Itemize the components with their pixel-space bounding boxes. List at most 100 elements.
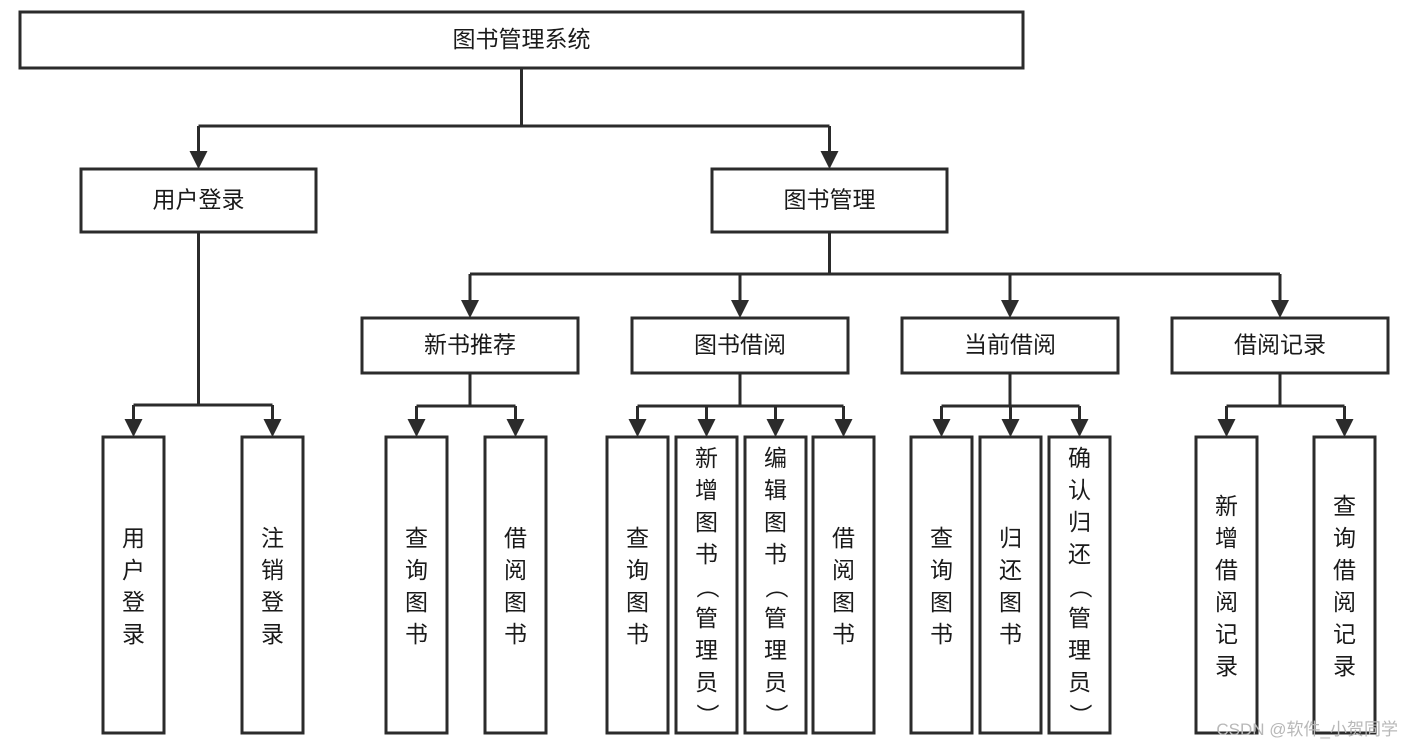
leaf-node-leaf-query-record-char: 记 bbox=[1333, 621, 1356, 647]
arrow-head-icon bbox=[506, 419, 525, 437]
leaf-node-leaf-user-logout-char: 登 bbox=[261, 589, 284, 615]
level2-node-user-login[interactable]: 用户登录 bbox=[79, 167, 318, 234]
level3-node-borrow-record[interactable]: 借阅记录 bbox=[1170, 316, 1390, 375]
leaf-node-leaf-query-book-3-char: 图 bbox=[930, 589, 953, 615]
connector-user-login-to-leaves bbox=[124, 232, 282, 437]
leaf-node-leaf-add-book-char: 员 bbox=[695, 669, 718, 695]
leaf-node-leaf-edit-book-char: 管 bbox=[764, 605, 787, 631]
leaf-node-leaf-add-book-char: 图 bbox=[695, 509, 718, 535]
leaf-node-leaf-edit-book-char: 理 bbox=[764, 637, 787, 663]
leaf-node-leaf-user-logout-box bbox=[240, 435, 305, 735]
leaf-node-leaf-query-book-3-char: 询 bbox=[930, 557, 953, 583]
leaf-node-leaf-query-book-2-char: 询 bbox=[626, 557, 649, 583]
leaf-node-leaf-edit-book-char: 编 bbox=[764, 445, 787, 471]
root-node-root-label: 图书管理系统 bbox=[453, 26, 591, 52]
arrow-head-icon bbox=[1335, 419, 1354, 437]
level3-node-current-borrow[interactable]: 当前借阅 bbox=[900, 316, 1120, 375]
level3-node-book-borrow-box bbox=[630, 316, 850, 375]
leaf-node-leaf-borrow-book-1-char: 借 bbox=[504, 525, 527, 551]
leaf-node-leaf-confirm-return-char: 认 bbox=[1068, 477, 1091, 503]
level3-node-new-book-rec-label: 新书推荐 bbox=[424, 332, 516, 358]
arrow-head-icon bbox=[628, 419, 647, 437]
leaf-node-leaf-edit-book-char: 辑 bbox=[764, 477, 787, 503]
leaf-node-leaf-confirm-return-char: 还 bbox=[1068, 541, 1091, 567]
leaf-node-leaf-user-logout-char: 注 bbox=[261, 525, 284, 551]
leaf-node-leaf-add-record-box bbox=[1194, 435, 1259, 735]
leaf-node-leaf-edit-book-char: （ bbox=[764, 575, 790, 598]
arrow-head-icon bbox=[697, 419, 716, 437]
level3-node-new-book-rec[interactable]: 新书推荐 bbox=[360, 316, 580, 375]
connector-book-borrow-to-leaves bbox=[628, 373, 853, 437]
leaf-node-leaf-query-book-1-char: 书 bbox=[405, 621, 428, 647]
leaf-node-leaf-query-book-1-char: 询 bbox=[405, 557, 428, 583]
level3-node-book-borrow-label: 图书借阅 bbox=[694, 332, 786, 358]
csdn-watermark: CSDN @软件_小贺同学 bbox=[1216, 720, 1398, 739]
leaf-node-leaf-confirm-return-char: 理 bbox=[1068, 637, 1091, 663]
leaf-node-leaf-add-record-char: 新 bbox=[1215, 493, 1238, 519]
leaf-node-leaf-query-book-2-char: 图 bbox=[626, 589, 649, 615]
leaf-node-leaf-user-login[interactable]: 用户登录 bbox=[101, 435, 166, 735]
leaf-node-leaf-query-book-3-char: 书 bbox=[930, 621, 953, 647]
leaf-node-leaf-add-record-char: 借 bbox=[1215, 557, 1238, 583]
leaf-node-leaf-confirm-return-box bbox=[1047, 435, 1112, 735]
level2-node-user-login-box bbox=[79, 167, 318, 234]
level3-node-borrow-record-label: 借阅记录 bbox=[1234, 332, 1326, 358]
arrow-head-icon bbox=[263, 419, 282, 437]
level3-node-borrow-record-box bbox=[1170, 316, 1390, 375]
leaf-node-leaf-borrow-book-2-char: 借 bbox=[832, 525, 855, 551]
leaf-node-leaf-return-book-char: 书 bbox=[999, 621, 1022, 647]
connector-current-borrow-to-leaves bbox=[932, 373, 1089, 437]
leaf-node-leaf-query-book-2-char: 查 bbox=[626, 525, 649, 551]
leaf-node-leaf-confirm-return-char: 员 bbox=[1068, 669, 1091, 695]
leaf-node-leaf-query-record-char: 借 bbox=[1333, 557, 1356, 583]
leaf-node-leaf-add-book-char: 管 bbox=[695, 605, 718, 631]
leaf-node-leaf-user-login-char: 录 bbox=[122, 621, 145, 647]
arrow-head-icon bbox=[834, 419, 853, 437]
leaf-node-leaf-user-login-box bbox=[101, 435, 166, 735]
level3-node-book-borrow[interactable]: 图书借阅 bbox=[630, 316, 850, 375]
leaf-node-leaf-borrow-book-2-char: 阅 bbox=[832, 557, 855, 583]
leaf-node-leaf-add-book-char: （ bbox=[695, 575, 721, 598]
leaf-node-leaf-confirm-return-char: 管 bbox=[1068, 605, 1091, 631]
arrow-head-icon bbox=[407, 419, 426, 437]
leaf-node-leaf-add-record-char: 录 bbox=[1215, 653, 1238, 679]
leaf-node-leaf-user-login-char: 户 bbox=[122, 557, 145, 583]
leaf-node-leaf-query-record-char: 询 bbox=[1333, 525, 1356, 551]
arrow-head-icon bbox=[189, 151, 208, 169]
arrow-head-icon bbox=[820, 151, 839, 169]
leaf-node-leaf-edit-book-char: 员 bbox=[764, 669, 787, 695]
leaf-node-leaf-add-book-char: 增 bbox=[695, 477, 718, 503]
leaf-node-leaf-return-book-char: 还 bbox=[999, 557, 1022, 583]
leaf-node-leaf-query-record-char: 查 bbox=[1333, 493, 1356, 519]
leaf-node-leaf-add-book-box bbox=[674, 435, 739, 735]
leaf-node-leaf-borrow-book-2-box bbox=[811, 435, 876, 735]
leaf-node-leaf-edit-book-char: 图 bbox=[764, 509, 787, 535]
connector-root-to-level2 bbox=[189, 68, 839, 169]
leaf-node-leaf-add-book-char: ） bbox=[695, 703, 721, 726]
leaf-node-leaf-add-record-char: 增 bbox=[1215, 525, 1238, 551]
connector-borrow-record-to-leaves bbox=[1217, 373, 1354, 437]
arrow-head-icon bbox=[731, 300, 749, 318]
connector-bookmanage-to-level3 bbox=[461, 232, 1289, 318]
level2-node-book-manage[interactable]: 图书管理 bbox=[710, 167, 949, 234]
leaf-node-leaf-query-record-char: 录 bbox=[1333, 653, 1356, 679]
leaf-node-leaf-user-logout-char: 录 bbox=[261, 621, 284, 647]
leaf-node-leaf-query-book-1-box bbox=[384, 435, 449, 735]
root-node-root[interactable]: 图书管理系统 bbox=[18, 10, 1025, 70]
arrow-head-icon bbox=[1001, 419, 1020, 437]
level3-node-current-borrow-label: 当前借阅 bbox=[964, 332, 1056, 358]
